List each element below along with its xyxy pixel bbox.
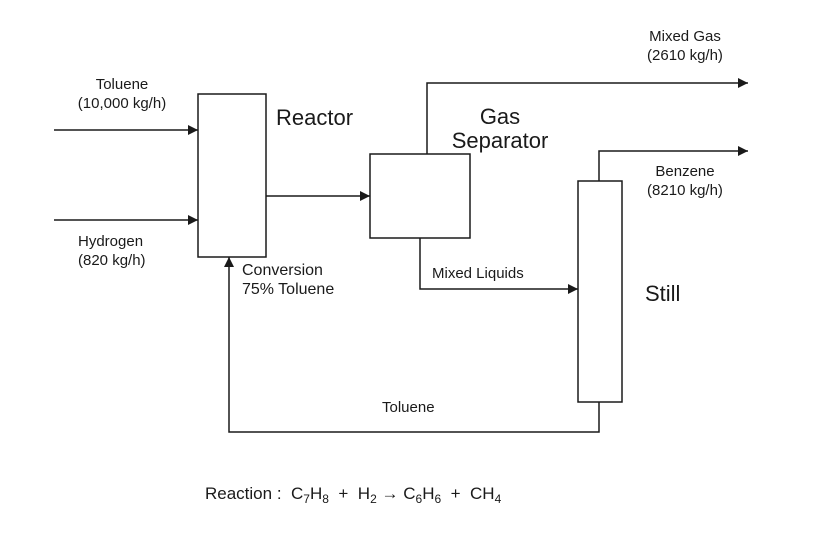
toluene-recycle-arrow — [224, 257, 600, 433]
gas-separator-line1: Gas — [479, 104, 521, 129]
mixed-liquids-arrow — [419, 238, 578, 294]
hydrogen-feed-label: Hydrogen (820 kg/h) — [78, 234, 146, 268]
mixed-gas-label: Mixed Gas (2610 kg/h) — [630, 29, 740, 63]
still-column — [577, 180, 623, 403]
mixed-gas-rate: (2610 kg/h) — [647, 47, 723, 64]
plus-sign: + — [338, 484, 349, 503]
still-label: Still — [645, 281, 681, 306]
conversion-note-line2: 75% Toluene — [242, 281, 335, 298]
gas-separator-box — [369, 153, 471, 239]
toluene-feed-rate: (10,000 kg/h) — [77, 95, 167, 112]
product-benzene: C6H6 — [403, 484, 442, 506]
hydrogen-feed-name: Hydrogen — [78, 233, 144, 250]
toluene-feed-label: Toluene (10,000 kg/h) — [62, 77, 182, 111]
reactor-box — [197, 93, 267, 258]
reactant-toluene: C7H8 — [291, 484, 329, 506]
mixed-liquids-label: Mixed Liquids — [432, 265, 524, 282]
benzene-name: Benzene — [655, 163, 715, 180]
plus-sign: + — [450, 484, 461, 503]
reactor-label: Reactor — [276, 105, 354, 130]
mixed-gas-arrow — [426, 78, 748, 154]
benzene-rate: (8210 kg/h) — [647, 182, 723, 199]
toluene-feed-name: Toluene — [95, 76, 149, 93]
reactor-conversion-note: Conversion 75% Toluene — [242, 263, 334, 298]
hydrogen-feed-rate: (820 kg/h) — [78, 252, 146, 269]
reaction-arrow: → — [381, 484, 399, 503]
reactant-hydrogen: H2 — [357, 484, 377, 506]
gas-separator-line2: Separator — [451, 128, 549, 153]
mixed-gas-name: Mixed Gas — [649, 28, 721, 45]
conversion-note-line1: Conversion — [242, 262, 323, 279]
product-methane: CH4 — [470, 484, 502, 506]
benzene-arrow — [598, 146, 748, 181]
reaction-prefix: Reaction : — [205, 484, 282, 503]
benzene-label: Benzene (8210 kg/h) — [630, 164, 740, 198]
toluene-recycle-label: Toluene — [382, 399, 435, 416]
gas-separator-label: Gas Separator — [440, 106, 560, 152]
reaction-equation: Reaction : C7H8 + H2 → C6H6 + CH4 — [205, 484, 501, 506]
